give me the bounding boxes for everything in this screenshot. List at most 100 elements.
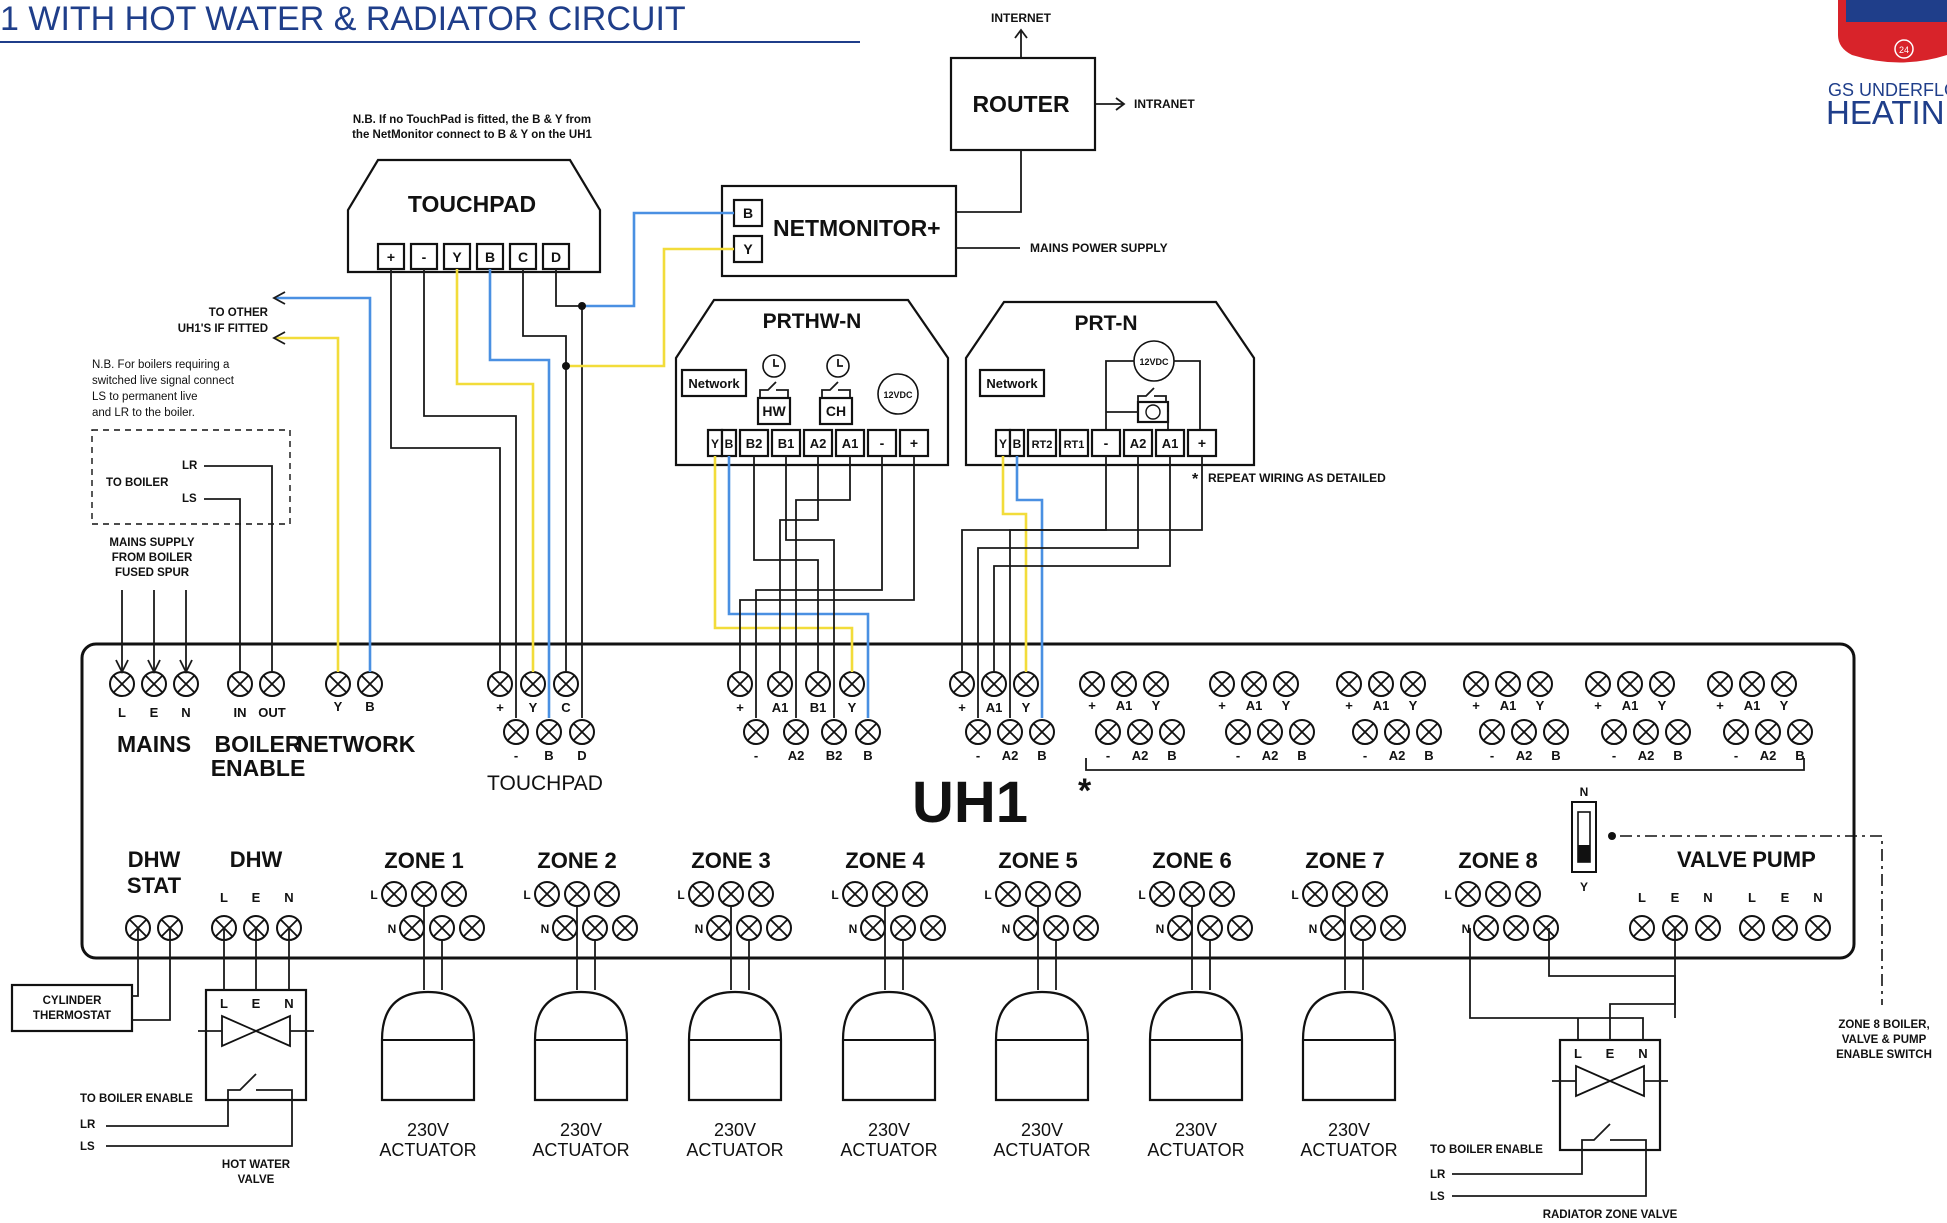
svg-text:N: N — [1703, 890, 1712, 905]
zone-l-terminal — [594, 881, 620, 907]
zone-7-terminals: LN — [1291, 881, 1406, 941]
svg-text:Y: Y — [452, 249, 462, 265]
zone-l-terminal — [411, 881, 437, 907]
prthw-terminal — [767, 671, 793, 697]
zone-n-terminal — [1320, 915, 1346, 941]
zone-1-terminals: LN — [370, 881, 485, 941]
prthw-title: PRTHW-N — [763, 310, 862, 333]
netmonitor-b-terminal: B — [743, 205, 753, 221]
svg-text:RT1: RT1 — [1064, 439, 1085, 451]
terminal-label: L — [1138, 888, 1145, 902]
thermostat-terminal — [1601, 719, 1627, 745]
thermostat-terminal — [1665, 719, 1691, 745]
actuator-label-1: 230V — [560, 1120, 602, 1140]
zone-n-terminal — [552, 915, 578, 941]
cylinder-label-1: CYLINDER — [43, 995, 102, 1007]
svg-text:L: L — [1748, 890, 1756, 905]
terminal-label: + — [1345, 698, 1353, 713]
thermostat-terminal — [1707, 671, 1733, 697]
zone-n-terminal — [399, 915, 425, 941]
svg-text:B: B — [1013, 437, 1022, 451]
mains-label: MAINS — [117, 731, 191, 757]
svg-text:-: - — [880, 435, 885, 451]
thermostat-terminal — [1511, 719, 1537, 745]
boiler-nb-4: and LR to the boiler. — [92, 407, 195, 419]
netmonitor-label: NETMONITOR+ — [773, 215, 941, 241]
prthw-terminal — [805, 671, 831, 697]
thermostat-terminal — [1289, 719, 1315, 745]
terminal-label: N — [695, 922, 704, 936]
terminal-label: A2 — [1002, 748, 1019, 763]
svg-text:-: - — [422, 249, 427, 265]
actuator-label-1: 230V — [407, 1120, 449, 1140]
terminal-label: A1 — [1622, 698, 1639, 713]
prt-terminals: Y B RT2 RT1 - A2 A1 + — [994, 428, 1218, 458]
terminal-label: A2 — [1638, 748, 1655, 763]
zone-n-terminal — [1503, 915, 1529, 941]
terminal-label: L — [677, 888, 684, 902]
terminal-label: N — [849, 922, 858, 936]
zone-l-terminal — [748, 881, 774, 907]
terminal-label: B — [1037, 748, 1046, 763]
thermostat-terminal — [1368, 671, 1394, 697]
touchpad-note-1: N.B. If no TouchPad is fitted, the B & Y… — [353, 114, 591, 126]
zone-l-terminal — [1149, 881, 1175, 907]
terminal-label: Y — [1658, 698, 1667, 713]
prthw-12v-label: 12VDC — [883, 390, 913, 400]
svg-text:A2: A2 — [810, 436, 827, 451]
cylinder-label-2: THERMOSTAT — [33, 1010, 111, 1022]
svg-text:B2: B2 — [746, 436, 763, 451]
terminal-label: - — [1612, 748, 1616, 763]
svg-text:L: L — [118, 705, 126, 720]
terminal-label: A1 — [986, 700, 1003, 715]
zone8-enable-switch[interactable]: N Y — [1571, 785, 1883, 1005]
svg-text:ZONE 2: ZONE 2 — [537, 848, 616, 873]
netmonitor-y-terminal: Y — [743, 241, 753, 257]
mains-supply-3: FUSED SPUR — [115, 567, 190, 579]
svg-text:B: B — [485, 249, 495, 265]
actuator-label-2: ACTUATOR — [686, 1140, 783, 1160]
thermostat-terminal — [1336, 671, 1362, 697]
hwv-ls: LS — [80, 1141, 95, 1153]
touchpad-terminal — [569, 719, 595, 745]
terminal-label: B — [1673, 748, 1682, 763]
terminal-label: + — [1218, 698, 1226, 713]
thermostat-terminal — [1543, 719, 1569, 745]
page-title: 1 WITH HOT WATER & RADIATOR CIRCUIT — [0, 0, 686, 38]
prt-box — [964, 300, 1256, 467]
terminal-label: Y — [848, 700, 857, 715]
prt-network-label: Network — [986, 376, 1038, 391]
zone-n-terminal — [766, 915, 792, 941]
touchpad-terminals: + - Y B C D — [376, 242, 571, 271]
terminal-label: L — [370, 888, 377, 902]
zone-n-terminal — [736, 915, 762, 941]
svg-text:E: E — [1781, 890, 1790, 905]
svg-text:-: - — [514, 748, 518, 763]
svg-text:ZONE 5: ZONE 5 — [998, 848, 1077, 873]
to-other-uh1-2: UH1'S IF FITTED — [178, 323, 268, 335]
terminal-label: B — [863, 748, 872, 763]
zone-l-terminal — [1055, 881, 1081, 907]
network-terminal — [357, 671, 383, 697]
terminal-label: + — [736, 700, 744, 715]
boiler-nb-1: N.B. For boilers requiring a — [92, 359, 230, 371]
prthw-terminal — [783, 719, 809, 745]
thermostat-terminal — [1787, 719, 1813, 745]
repeat-star: * — [1192, 471, 1199, 488]
svg-text:A1: A1 — [1162, 436, 1179, 451]
actuator-label-1: 230V — [1021, 1120, 1063, 1140]
terminal-label: A2 — [788, 748, 805, 763]
repeat-bracket — [1085, 758, 1805, 771]
svg-text:N: N — [1580, 785, 1589, 799]
svg-text:ZONE 3: ZONE 3 — [691, 848, 770, 873]
terminal-label: A2 — [1262, 748, 1279, 763]
mains-terminal — [173, 671, 199, 697]
uh1-controller-box — [80, 642, 1856, 960]
zone-n-terminal — [1167, 915, 1193, 941]
zone-l-terminal — [1362, 881, 1388, 907]
terminal-label: Y — [1022, 700, 1031, 715]
terminal-label: Y — [1152, 698, 1161, 713]
thermostat-terminal — [1257, 719, 1283, 745]
